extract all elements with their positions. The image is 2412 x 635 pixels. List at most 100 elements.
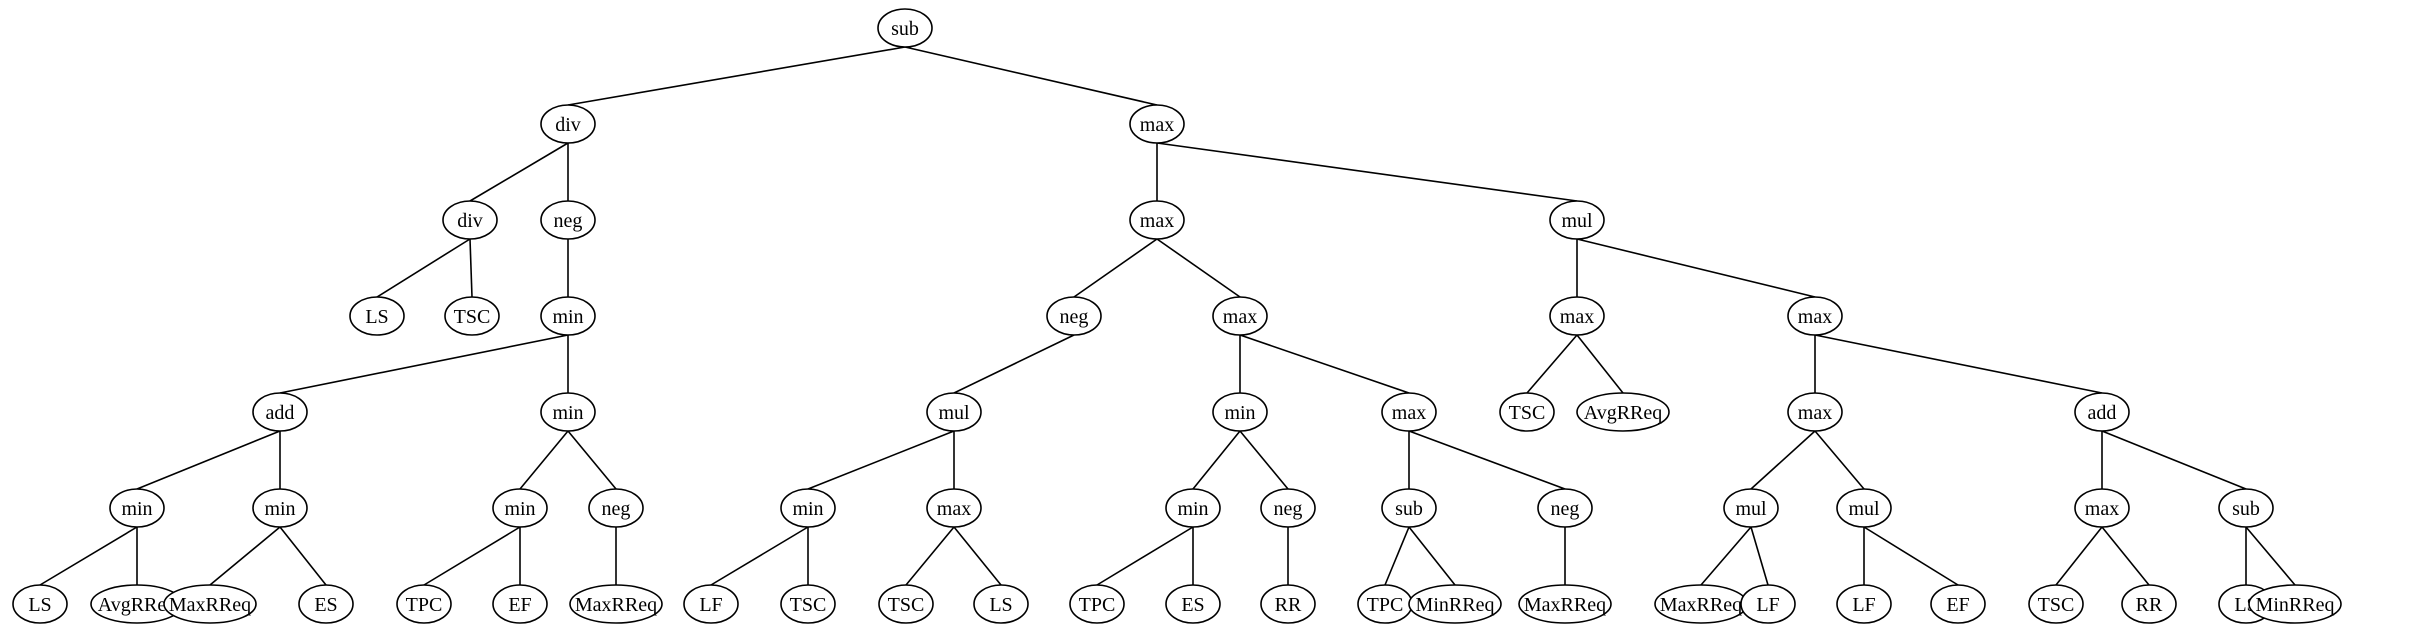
tree-edge [953, 526, 1002, 586]
node-label: max [2085, 498, 2119, 520]
node-label: min [552, 306, 583, 328]
tree-edges [39, 46, 2296, 586]
node-ellipse [1930, 584, 1986, 624]
node-label: LF [1852, 594, 1875, 616]
tree-node: min [780, 488, 836, 528]
tree-node: RR [2121, 584, 2177, 624]
node-label: EF [508, 594, 531, 616]
tree-node: LS [349, 296, 405, 336]
node-label: max [1140, 210, 1174, 232]
tree-edge [1700, 526, 1752, 586]
node-label: TPC [1367, 594, 1404, 616]
node-label: ES [1181, 594, 1204, 616]
node-ellipse [2074, 392, 2130, 432]
node-label: MinRReq [1416, 594, 1495, 616]
tree-edge [423, 526, 521, 586]
node-label: TSC [1509, 402, 1546, 424]
node-ellipse [540, 296, 596, 336]
node-label: max [1223, 306, 1257, 328]
node-label: MinRReq [2256, 594, 2335, 616]
tree-node: TSC [878, 584, 934, 624]
node-label: max [1798, 402, 1832, 424]
node-ellipse [1260, 488, 1316, 528]
node-ellipse [1723, 488, 1779, 528]
tree-node: LF [1836, 584, 1892, 624]
tree-node: MinRReq [1408, 584, 1502, 624]
tree-edge [279, 526, 327, 586]
node-label: mul [1735, 498, 1767, 520]
node-ellipse [1408, 584, 1502, 624]
node-ellipse [298, 584, 354, 624]
tree-edge [1863, 526, 1959, 586]
node-label: RR [2136, 594, 2163, 616]
node-label: add [2088, 402, 2117, 424]
node-ellipse [2028, 584, 2084, 624]
node-ellipse [540, 104, 596, 144]
node-label: MaxRReq [575, 594, 657, 616]
node-ellipse [1549, 200, 1605, 240]
tree-node: mul [1549, 200, 1605, 240]
node-ellipse [2248, 584, 2342, 624]
tree-node: TPC [1357, 584, 1413, 624]
node-ellipse [2074, 488, 2130, 528]
tree-node: LF [683, 584, 739, 624]
node-label: add [266, 402, 295, 424]
node-ellipse [1381, 488, 1437, 528]
tree-node: MaxRReq [1518, 584, 1612, 624]
node-label: max [937, 498, 971, 520]
node-ellipse [878, 584, 934, 624]
node-label: AvgRReq [98, 594, 177, 616]
node-ellipse [588, 488, 644, 528]
tree-node: sub [2218, 488, 2274, 528]
tree-node: max [926, 488, 982, 528]
node-ellipse [1740, 584, 1796, 624]
tree-edge [2245, 526, 2296, 586]
node-ellipse [252, 488, 308, 528]
node-label: mul [1848, 498, 1880, 520]
node-label: AvgRReq [1584, 402, 1663, 424]
tree-edge [279, 334, 569, 394]
node-ellipse [780, 584, 836, 624]
node-label: neg [1551, 498, 1580, 520]
node-label: MaxRReq [1524, 594, 1606, 616]
node-ellipse [926, 392, 982, 432]
tree-node: TSC [444, 296, 500, 336]
tree-edge [1384, 526, 1410, 586]
tree-node: TSC [1499, 392, 1555, 432]
tree-edge [2101, 526, 2150, 586]
node-ellipse [1069, 584, 1125, 624]
tree-edge [567, 430, 617, 490]
tree-edge [1814, 334, 2103, 394]
node-ellipse [1212, 392, 1268, 432]
tree-node: LF [1740, 584, 1796, 624]
node-label: min [504, 498, 535, 520]
node-label: min [552, 402, 583, 424]
tree-edge [1408, 430, 1566, 490]
node-label: div [555, 114, 581, 136]
tree-node: mul [1836, 488, 1892, 528]
tree-node: max [1129, 104, 1185, 144]
node-ellipse [492, 488, 548, 528]
node-label: TSC [790, 594, 827, 616]
tree-edge [2055, 526, 2103, 586]
node-label: max [1392, 402, 1426, 424]
node-label: TSC [888, 594, 925, 616]
tree-node: RR [1260, 584, 1316, 624]
tree-node: max [1212, 296, 1268, 336]
tree-node: MaxRReq [1654, 584, 1748, 624]
node-ellipse [1381, 392, 1437, 432]
tree-node: min [540, 296, 596, 336]
tree-node: EF [1930, 584, 1986, 624]
tree-node: LS [12, 584, 68, 624]
node-ellipse [1787, 296, 1843, 336]
tree-edge [519, 430, 569, 490]
node-ellipse [1129, 200, 1185, 240]
node-ellipse [1129, 104, 1185, 144]
node-ellipse [540, 392, 596, 432]
node-ellipse [396, 584, 452, 624]
tree-node: MinRReq [2248, 584, 2342, 624]
tree-edge [469, 142, 569, 202]
node-label: max [1798, 306, 1832, 328]
